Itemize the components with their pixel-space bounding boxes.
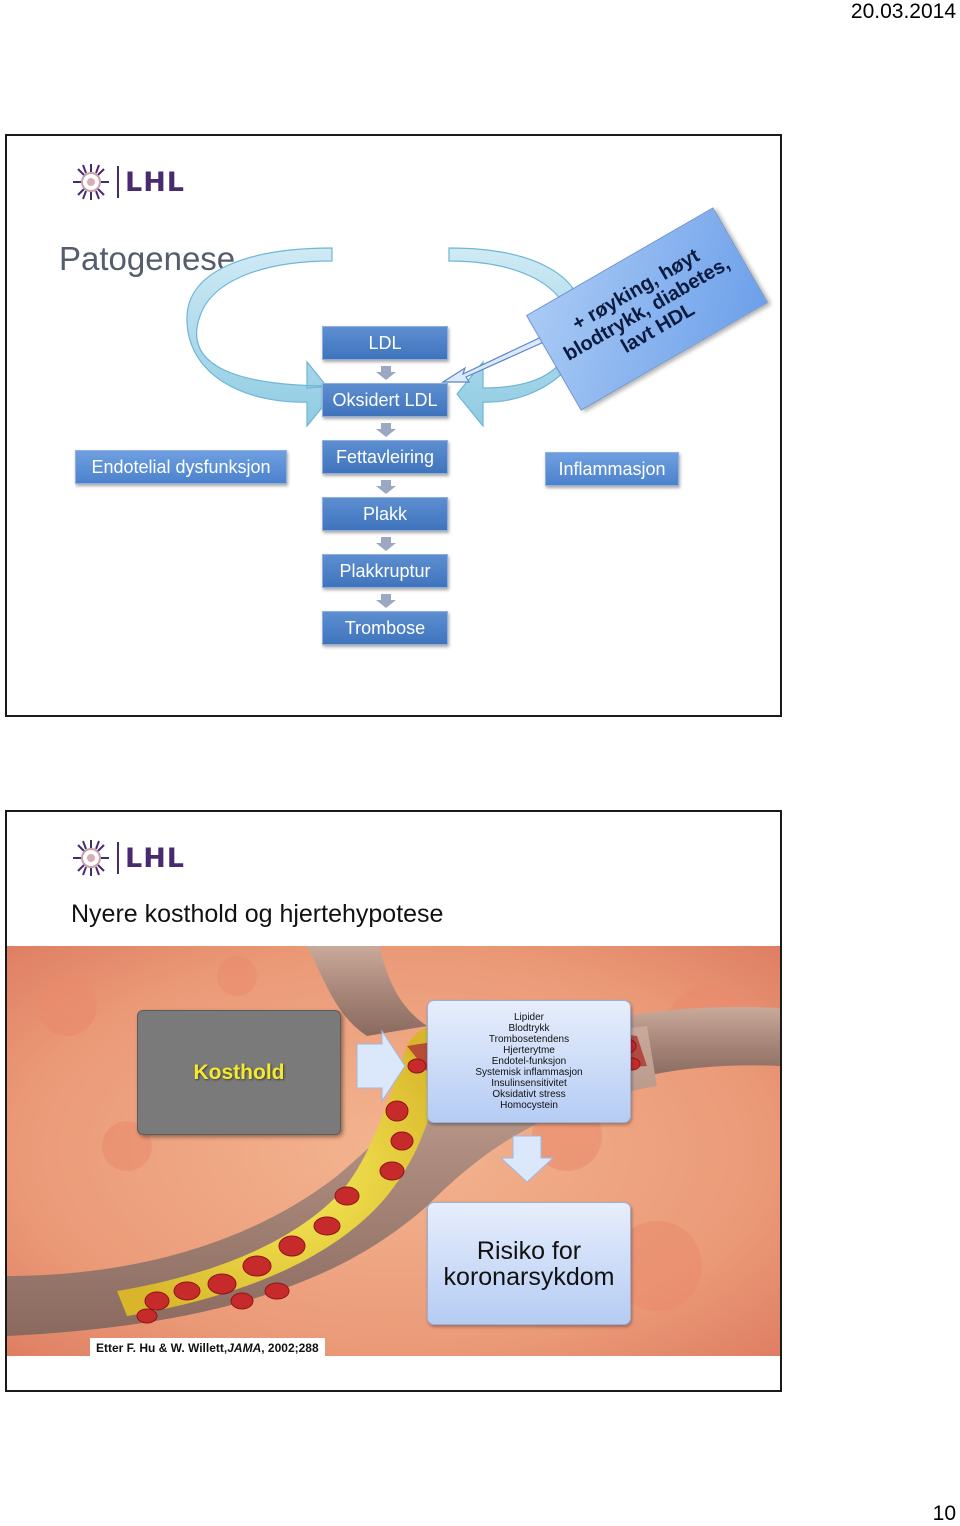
chain-box-plakkruptur: Plakkruptur <box>322 554 448 588</box>
lhl-emblem-icon <box>73 840 109 876</box>
right-cycle-arrow <box>448 247 585 428</box>
right-block-arrow <box>356 1029 406 1103</box>
risk-line: Risiko for <box>476 1236 582 1265</box>
chain-box-oksidert-ldl: Oksidert LDL <box>322 383 448 417</box>
factor-item: Insulinsensitivitet <box>491 1078 567 1089</box>
lhl-emblem-icon <box>73 164 109 200</box>
lhl-logo: LHL <box>71 162 185 202</box>
slide-patogenese: LHL Patogenese + røyking, høyt blodtrykk… <box>5 134 782 717</box>
slide-title: Patogenese <box>59 240 236 277</box>
risk-line: koronarsykdom <box>443 1262 615 1291</box>
cycle-arrows <box>186 247 585 608</box>
left-cycle-arrow <box>186 247 334 428</box>
factor-item: Systemisk inflammasjon <box>475 1067 583 1078</box>
factor-item: Homocystein <box>500 1100 558 1111</box>
down-block-arrow <box>499 1135 555 1183</box>
kosthold-label: Kosthold <box>193 1060 285 1084</box>
lhl-logo: LHL <box>71 838 185 878</box>
factor-item: Hjerterytme <box>503 1045 555 1056</box>
risk-box: Risiko for koronarsykdom <box>427 1202 631 1325</box>
chain-down-arrows <box>376 366 396 608</box>
logo-text: LHL <box>125 842 186 874</box>
endotelial-dysfunksjon-box: Endotelial dysfunksjon <box>75 450 287 484</box>
date-header: 20.03.2014 <box>850 0 956 23</box>
chain-box-trombose: Trombose <box>322 611 448 645</box>
blood-cells <box>136 1038 641 1324</box>
factor-item: Trombosetendens <box>488 1034 570 1045</box>
reference-citation: Etter F. Hu & W. Willett, JAMA, 2002;288 <box>90 1338 325 1358</box>
factors-box: Lipider Blodtrykk Trombosetendens Hjerte… <box>427 1000 631 1123</box>
page-number: 10 <box>932 1502 956 1525</box>
factor-item: Lipider <box>513 1012 545 1023</box>
chain-box-ldl: LDL <box>322 326 448 360</box>
chain-box-plakk: Plakk <box>322 497 448 531</box>
chain-box-fettavleiring: Fettavleiring <box>322 440 448 474</box>
inflammasjon-box: Inflammasjon <box>545 452 679 486</box>
factor-item: Oksidativt stress <box>492 1089 566 1100</box>
slide-title: Nyere kosthold og hjertehypotese <box>71 900 444 928</box>
kosthold-box: Kosthold <box>137 1010 341 1135</box>
factor-item: Endotel-funksjon <box>491 1056 567 1067</box>
artery-illustration <box>7 946 780 1356</box>
risk-pointer-arrow <box>440 331 556 383</box>
slide-kosthold: LHL Nyere kosthold og hjertehypotese <box>5 810 782 1392</box>
logo-text: LHL <box>125 166 186 198</box>
factor-item: Blodtrykk <box>508 1023 550 1034</box>
